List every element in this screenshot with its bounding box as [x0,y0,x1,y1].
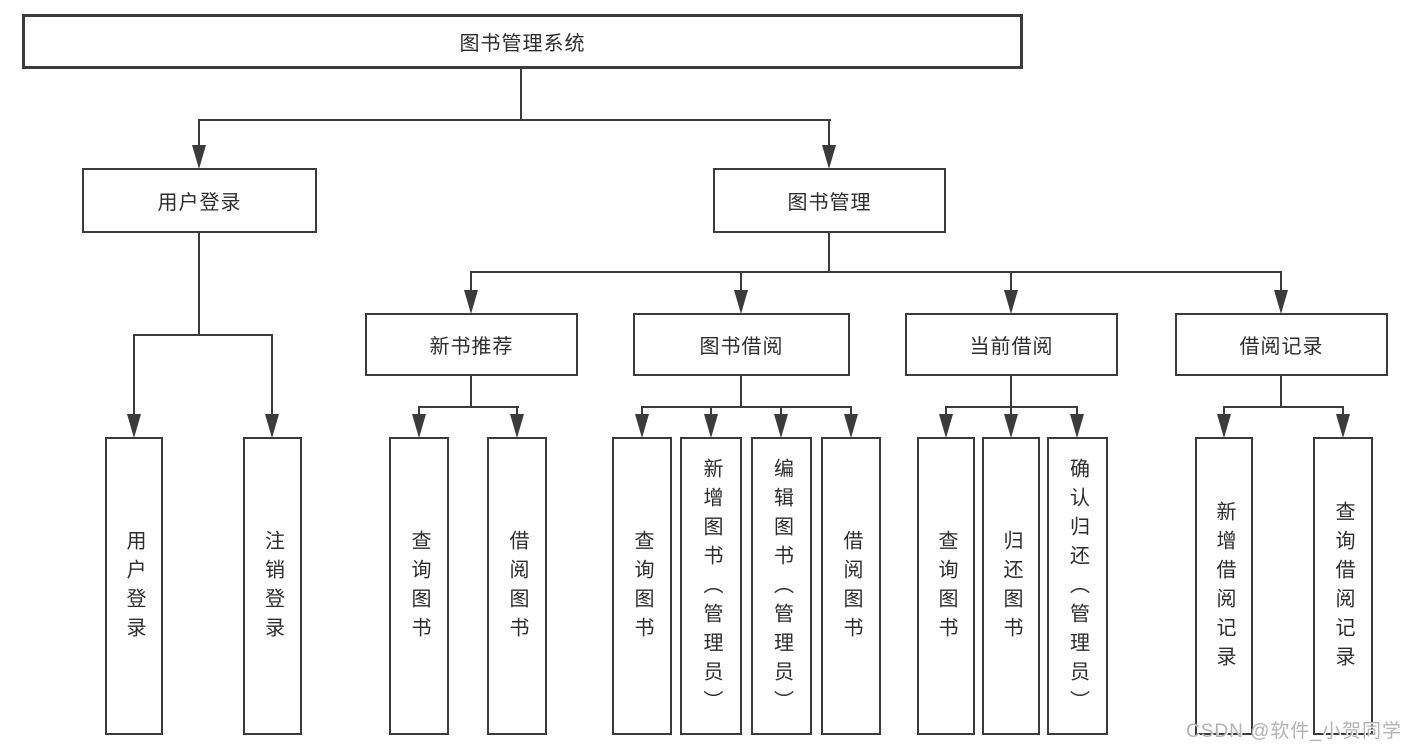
connector-line [828,119,830,146]
arrowhead-down-icon [412,414,426,438]
connector-line [710,406,712,415]
connector-line [198,233,200,335]
connector-line [418,406,420,415]
node-borrow-books-leaf-1: 借阅图书 [487,437,547,735]
arrowhead-down-icon [734,290,748,314]
connector-line [740,376,742,407]
arrowhead-down-icon [192,145,206,169]
connector-line [740,271,742,291]
connector-line [850,406,852,415]
node-query-borrow-record-leaf: 查询借阅记录 [1313,437,1373,735]
connector-line [1076,406,1078,415]
connector-line [780,406,782,415]
connector-line [1010,271,1012,291]
connector-line [470,376,472,407]
node-confirm-return-admin-leaf: 确认归还（管理员） [1047,437,1108,735]
node-user-login-branch: 用户登录 [82,168,317,233]
arrowhead-down-icon [265,414,279,438]
arrowhead-down-icon [635,414,649,438]
arrowhead-down-icon [1217,414,1231,438]
connector-line [828,233,830,273]
connector-line [945,406,947,415]
connector-line [1280,376,1282,407]
node-return-books-leaf: 归还图书 [982,437,1040,735]
connector-line [1342,406,1344,415]
arrowhead-down-icon [774,414,788,438]
arrowhead-down-icon [704,414,718,438]
connector-line [1280,271,1282,291]
node-add-books-admin-leaf: 新增图书（管理员） [680,437,742,735]
connector-line [470,271,1282,273]
node-user-login-leaf: 用户登录 [105,437,163,735]
node-new-book-recommend: 新书推荐 [365,313,578,376]
node-edit-books-admin-leaf: 编辑图书（管理员） [751,437,812,735]
arrowhead-down-icon [510,414,524,438]
node-logout-leaf: 注销登录 [243,437,302,735]
node-query-books-leaf-2: 查询图书 [612,437,672,735]
connector-line [133,334,273,336]
arrowhead-down-icon [1070,414,1084,438]
connector-line [1223,406,1225,415]
connector-line [1010,376,1012,407]
node-book-management-branch: 图书管理 [713,168,946,233]
connector-line [641,406,643,415]
connector-line [520,69,522,120]
arrowhead-down-icon [464,290,478,314]
arrowhead-down-icon [844,414,858,438]
connector-line [1010,406,1012,415]
node-add-borrow-record-leaf: 新增借阅记录 [1195,437,1253,735]
node-query-books-leaf-1: 查询图书 [389,437,449,735]
arrowhead-down-icon [822,145,836,169]
node-borrow-record: 借阅记录 [1175,313,1388,376]
connector-line [470,271,472,291]
arrowhead-down-icon [1004,290,1018,314]
node-root: 图书管理系统 [22,14,1023,69]
node-borrow-books-leaf-2: 借阅图书 [821,437,881,735]
connector-line [418,406,519,408]
connector-line [271,334,273,415]
connector-line [1223,406,1344,408]
connector-line [198,119,831,121]
csdn-watermark: CSDN @软件_小贺同学 [1186,721,1402,742]
arrowhead-down-icon [1336,414,1350,438]
connector-line [516,406,518,415]
arrowhead-down-icon [939,414,953,438]
arrowhead-down-icon [1004,414,1018,438]
arrowhead-down-icon [127,414,141,438]
connector-line [133,334,135,415]
node-current-borrow: 当前借阅 [905,313,1118,376]
node-query-books-leaf-3: 查询图书 [917,437,975,735]
arrowhead-down-icon [1274,290,1288,314]
node-book-borrow: 图书借阅 [633,313,850,376]
connector-line [198,119,200,146]
connector-line [641,406,852,408]
